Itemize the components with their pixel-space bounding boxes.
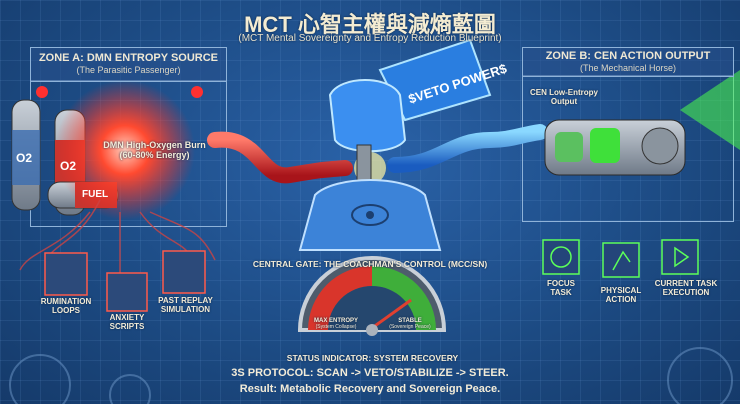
gauge-max-entropy-label: MAX ENTROPY(System Collapse) [313,318,358,330]
zone-b-title: ZONE B: CEN ACTION OUTPUT [545,50,711,62]
veto-fist [328,38,492,196]
tank-label-o2: O2 [60,159,77,173]
gauge-needle [371,298,412,330]
zone-a-header: ZONE A: DMN ENTROPY SOURCE (The Parasiti… [30,47,227,82]
result-line: Result: Metabolic Recovery and Sovereign… [239,383,501,395]
gear-decoration [9,347,733,404]
green-energy-beam [680,70,740,150]
blue-pipe [387,124,548,173]
engine [544,119,686,176]
status-gauge [297,256,447,336]
red-energy-burst [55,80,195,220]
zone-b-subtitle: (The Mechanical Horse) [579,63,677,73]
zone-a-title: ZONE A: DMN ENTROPY SOURCE [38,52,219,64]
burn-label-text: DMN High-Oxygen Burn [103,140,206,150]
dmn-burn-label: DMN High-Oxygen Burn (60-80% Energy) [92,140,217,161]
burn-energy-text: (60-80% Energy) [119,150,190,161]
page-title: MCT 心智主權與減熵藍圖 [244,12,496,37]
zone-b-header: ZONE B: CEN ACTION OUTPUT (The Mechanica… [522,47,734,77]
tank-label-o2: O2 [16,151,33,165]
red-pipe [207,131,353,184]
central-gate-label: CENTRAL GATE: THE COACHMAN'S CONTROL (MC… [252,259,488,269]
protocol-line: 3S PROTOCOL: SCAN -> VETO/STABILIZE -> S… [231,367,509,379]
zone-b-modules [542,239,699,278]
zone-a-modules [44,250,206,312]
page-subtitle: (MCT Mental Sovereignty and Entropy Redu… [238,33,502,44]
zone-a-subtitle: (The Parasitic Passenger) [76,65,181,75]
central-gate [298,179,442,251]
tank-label-fuel: FUEL [82,189,109,200]
gauge-stable-label: STABLE(Sovereign Peace) [389,318,431,330]
status-indicator-label: STATUS INDICATOR: SYSTEM RECOVERY [286,353,459,363]
